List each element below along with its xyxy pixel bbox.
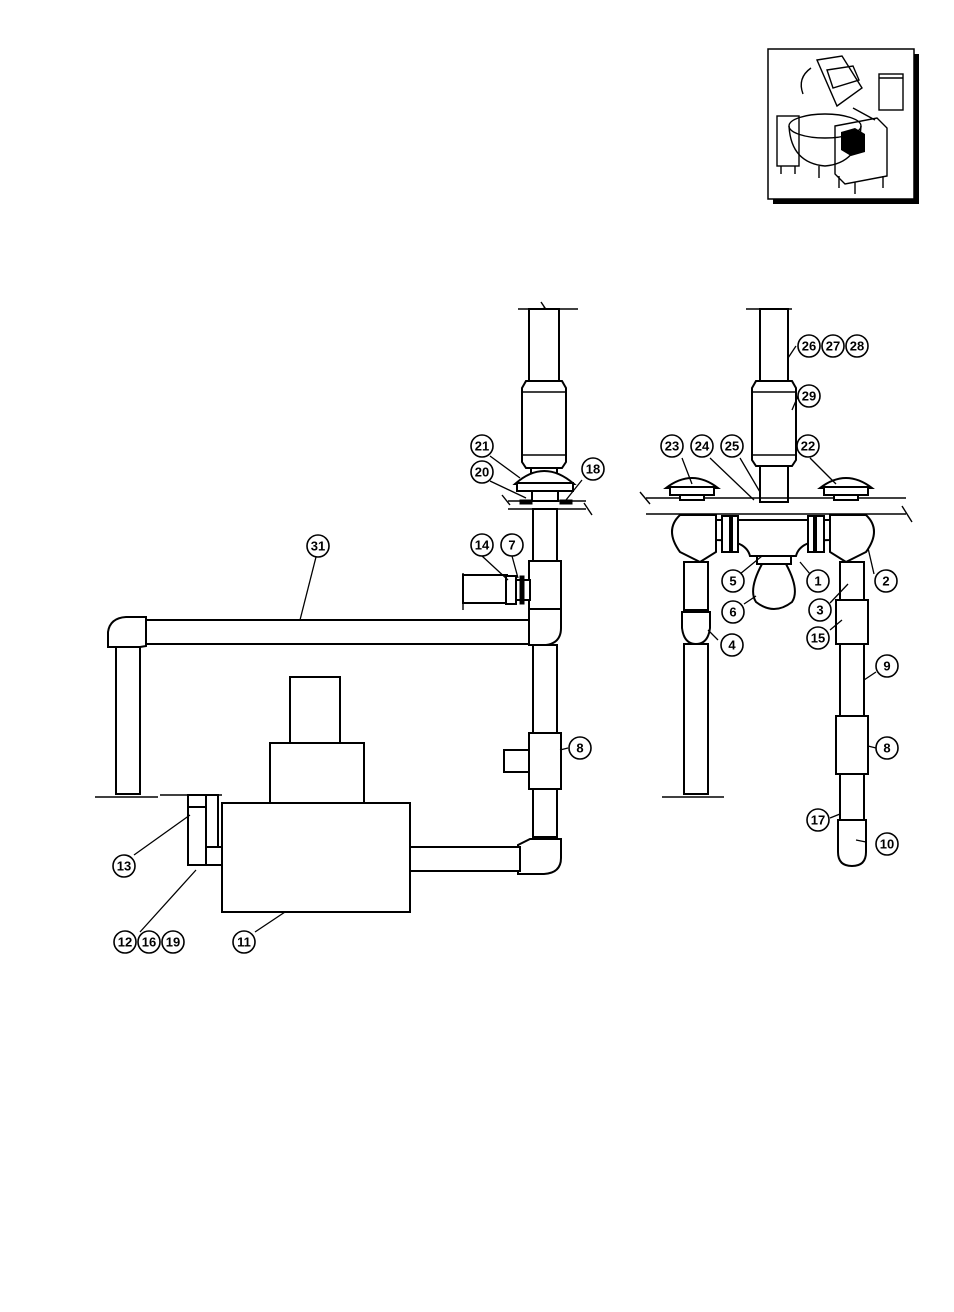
callout-8-right: 8: [876, 737, 898, 759]
svg-text:12: 12: [118, 935, 132, 950]
svg-text:16: 16: [142, 935, 156, 950]
callout-1: 1: [807, 570, 829, 592]
left-view: [95, 302, 592, 912]
callout-8-left: 8: [569, 737, 591, 759]
end-cap-10: [838, 820, 866, 866]
coupling-15: [836, 600, 868, 644]
svg-text:2: 2: [882, 574, 889, 589]
svg-text:28: 28: [850, 339, 864, 354]
callout-22: 22: [797, 435, 819, 457]
steam-generator-top: [290, 677, 340, 743]
faucet-union: [752, 381, 796, 466]
callout-13: 13: [113, 855, 135, 877]
svg-text:25: 25: [725, 439, 739, 454]
svg-text:13: 13: [117, 859, 131, 874]
svg-text:21: 21: [475, 439, 489, 454]
callout-19: 19: [162, 931, 184, 953]
callout-2: 2: [875, 570, 897, 592]
svg-text:23: 23: [665, 439, 679, 454]
svg-text:4: 4: [728, 638, 736, 653]
callout-27: 27: [822, 335, 844, 357]
svg-text:18: 18: [586, 462, 600, 477]
svg-text:1: 1: [814, 574, 821, 589]
tee-fitting-8: [529, 733, 561, 789]
coupling-8: [836, 716, 868, 774]
callout-9: 9: [876, 655, 898, 677]
tee-fitting: [529, 561, 561, 609]
svg-text:3: 3: [816, 603, 823, 618]
callout-29: 29: [798, 385, 820, 407]
svg-text:15: 15: [811, 631, 825, 646]
svg-text:17: 17: [811, 813, 825, 828]
callout-31: 31: [307, 535, 329, 557]
svg-text:8: 8: [883, 741, 890, 756]
callout-20: 20: [471, 461, 493, 483]
callout-17: 17: [807, 809, 829, 831]
svg-text:8: 8: [576, 741, 583, 756]
svg-text:19: 19: [166, 935, 180, 950]
callout-24: 24: [691, 435, 713, 457]
callout-21: 21: [471, 435, 493, 457]
drain-line-pipe: [145, 620, 529, 644]
svg-text:6: 6: [729, 605, 736, 620]
svg-text:11: 11: [237, 935, 251, 950]
svg-text:10: 10: [880, 837, 894, 852]
svg-text:26: 26: [802, 339, 816, 354]
svg-text:20: 20: [475, 465, 489, 480]
callout-10: 10: [876, 833, 898, 855]
right-view: [640, 309, 912, 866]
svg-text:27: 27: [826, 339, 840, 354]
callout-11: 11: [233, 931, 255, 953]
svg-text:14: 14: [475, 538, 490, 553]
steam-generator-unit: [222, 803, 410, 912]
bulb-fitting: [753, 564, 795, 609]
callout-5: 5: [722, 570, 744, 592]
callout-25: 25: [721, 435, 743, 457]
svg-text:5: 5: [729, 574, 736, 589]
callout-12: 12: [114, 931, 136, 953]
callout-3: 3: [809, 599, 831, 621]
svg-text:24: 24: [695, 439, 710, 454]
svg-text:22: 22: [801, 439, 815, 454]
svg-text:29: 29: [802, 389, 816, 404]
left-cap-4: [682, 612, 710, 644]
svg-text:7: 7: [508, 538, 515, 553]
svg-text:9: 9: [883, 659, 890, 674]
callout-16: 16: [138, 931, 160, 953]
callout-4: 4: [721, 634, 743, 656]
callout-15: 15: [807, 627, 829, 649]
svg-text:31: 31: [311, 539, 325, 554]
callout-7: 7: [501, 534, 523, 556]
callout-28: 28: [846, 335, 868, 357]
callout-26: 26: [798, 335, 820, 357]
callout-6: 6: [722, 601, 744, 623]
faucet-supply-pipe: [760, 309, 788, 381]
supply-riser-pipe: [529, 309, 559, 381]
callout-18: 18: [582, 458, 604, 480]
callout-14: 14: [471, 534, 493, 556]
callout-23: 23: [661, 435, 683, 457]
